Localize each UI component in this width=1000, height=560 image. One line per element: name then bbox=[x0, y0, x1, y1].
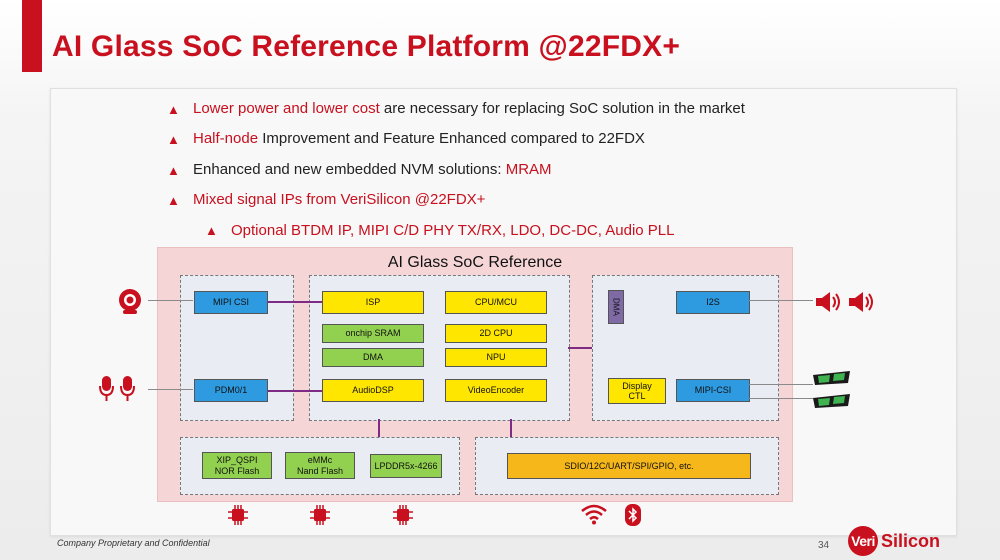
bullet-3-highlight: MRAM bbox=[505, 161, 552, 178]
speaker-icon bbox=[816, 292, 873, 312]
chip-icon bbox=[310, 505, 330, 525]
bus-line bbox=[510, 419, 512, 437]
i2s-block: I2S bbox=[676, 291, 750, 314]
glasses-connector-line bbox=[749, 398, 813, 399]
dma-right-label: DMA bbox=[611, 298, 621, 316]
sub-bullet-triangle-icon: ▲ bbox=[205, 223, 218, 238]
smart-glasses-icon bbox=[813, 371, 850, 385]
glasses-connector-line bbox=[749, 384, 813, 385]
bluetooth-icon bbox=[625, 504, 641, 526]
chip-icon bbox=[228, 505, 248, 525]
videoencoder-block: VideoEncoder bbox=[445, 379, 547, 402]
camera-connector-line bbox=[148, 300, 193, 301]
bus-line bbox=[378, 419, 380, 437]
peripherals-block: SDIO/12C/UART/SPI/GPIO, etc. bbox=[507, 453, 751, 479]
dma-block: DMA bbox=[322, 348, 424, 367]
pdm-block: PDM0/1 bbox=[194, 379, 268, 402]
bullet-3: Enhanced and new embedded NVM solutions:… bbox=[193, 161, 552, 178]
bullet-2-highlight: Half-node bbox=[193, 130, 259, 147]
camera-icon bbox=[119, 289, 141, 314]
wifi-icon bbox=[581, 504, 607, 525]
mic-connector-line bbox=[148, 389, 193, 390]
audiodsp-block: AudioDSP bbox=[322, 379, 424, 402]
microphone-icon bbox=[99, 376, 135, 401]
bus-line bbox=[268, 301, 322, 303]
emmc-line1: eMMc bbox=[307, 455, 333, 466]
display-ctl-line2: CTL bbox=[628, 391, 646, 401]
bullet-1: Lower power and lower cost are necessary… bbox=[193, 100, 745, 117]
bullet-1-text: are necessary for replacing SoC solution… bbox=[379, 100, 745, 117]
mipi-csi-output-block: MIPI-CSI bbox=[676, 379, 750, 402]
npu-block: NPU bbox=[445, 348, 547, 367]
lpddr-block: LPDDR5x-4266 bbox=[370, 454, 442, 478]
title-accent-bar bbox=[22, 0, 42, 72]
chip-icon bbox=[393, 505, 413, 525]
2d-cpu-block: 2D CPU bbox=[445, 324, 547, 343]
smart-glasses-icon bbox=[813, 394, 850, 408]
bullet-triangle-icon: ▲ bbox=[167, 163, 180, 178]
bullet-2: Half-node Improvement and Feature Enhanc… bbox=[193, 130, 645, 147]
cpu-mcu-block: CPU/MCU bbox=[445, 291, 547, 314]
sub-bullet-1: Optional BTDM IP, MIPI C/D PHY TX/RX, LD… bbox=[231, 222, 675, 239]
verisilicon-logo: Veri Silicon bbox=[848, 526, 940, 556]
bullet-4: Mixed signal IPs from VeriSilicon @22FDX… bbox=[193, 191, 486, 208]
bullet-triangle-icon: ▲ bbox=[167, 132, 180, 147]
diagram-title: AI Glass SoC Reference bbox=[387, 254, 563, 271]
bullet-3-text: Enhanced and new embedded NVM solutions: bbox=[193, 161, 506, 178]
xip-line1: XIP_QSPI bbox=[216, 455, 258, 466]
mipi-csi-input-block: MIPI CSI bbox=[194, 291, 268, 314]
bullet-triangle-icon: ▲ bbox=[167, 102, 180, 117]
bus-line bbox=[268, 390, 322, 392]
soc-diagram: AI Glass SoC Reference MIPI CSI PDM0/1 I… bbox=[157, 247, 793, 502]
xip-line2: NOR Flash bbox=[214, 465, 260, 476]
logo-prefix: Veri bbox=[848, 526, 878, 556]
dma-right-block: DMA bbox=[608, 290, 624, 324]
bullet-1-highlight: Lower power and lower cost bbox=[193, 100, 380, 117]
onchip-sram-block: onchip SRAM bbox=[322, 324, 424, 343]
speaker-connector-line bbox=[749, 300, 813, 301]
display-ctl-line1: Display bbox=[622, 380, 652, 391]
isp-block: ISP bbox=[322, 291, 424, 314]
bullet-2-text: Improvement and Feature Enhanced compare… bbox=[258, 130, 645, 147]
logo-suffix: Silicon bbox=[881, 530, 941, 551]
bus-line bbox=[568, 347, 592, 349]
bullet-triangle-icon: ▲ bbox=[167, 193, 180, 208]
footer-confidential: Company Proprietary and Confidential bbox=[57, 538, 210, 548]
emmc-line2: Nand Flash bbox=[296, 465, 344, 476]
page-number: 34 bbox=[818, 540, 830, 551]
slide-title: AI Glass SoC Reference Platform @22FDX+ bbox=[52, 30, 681, 63]
